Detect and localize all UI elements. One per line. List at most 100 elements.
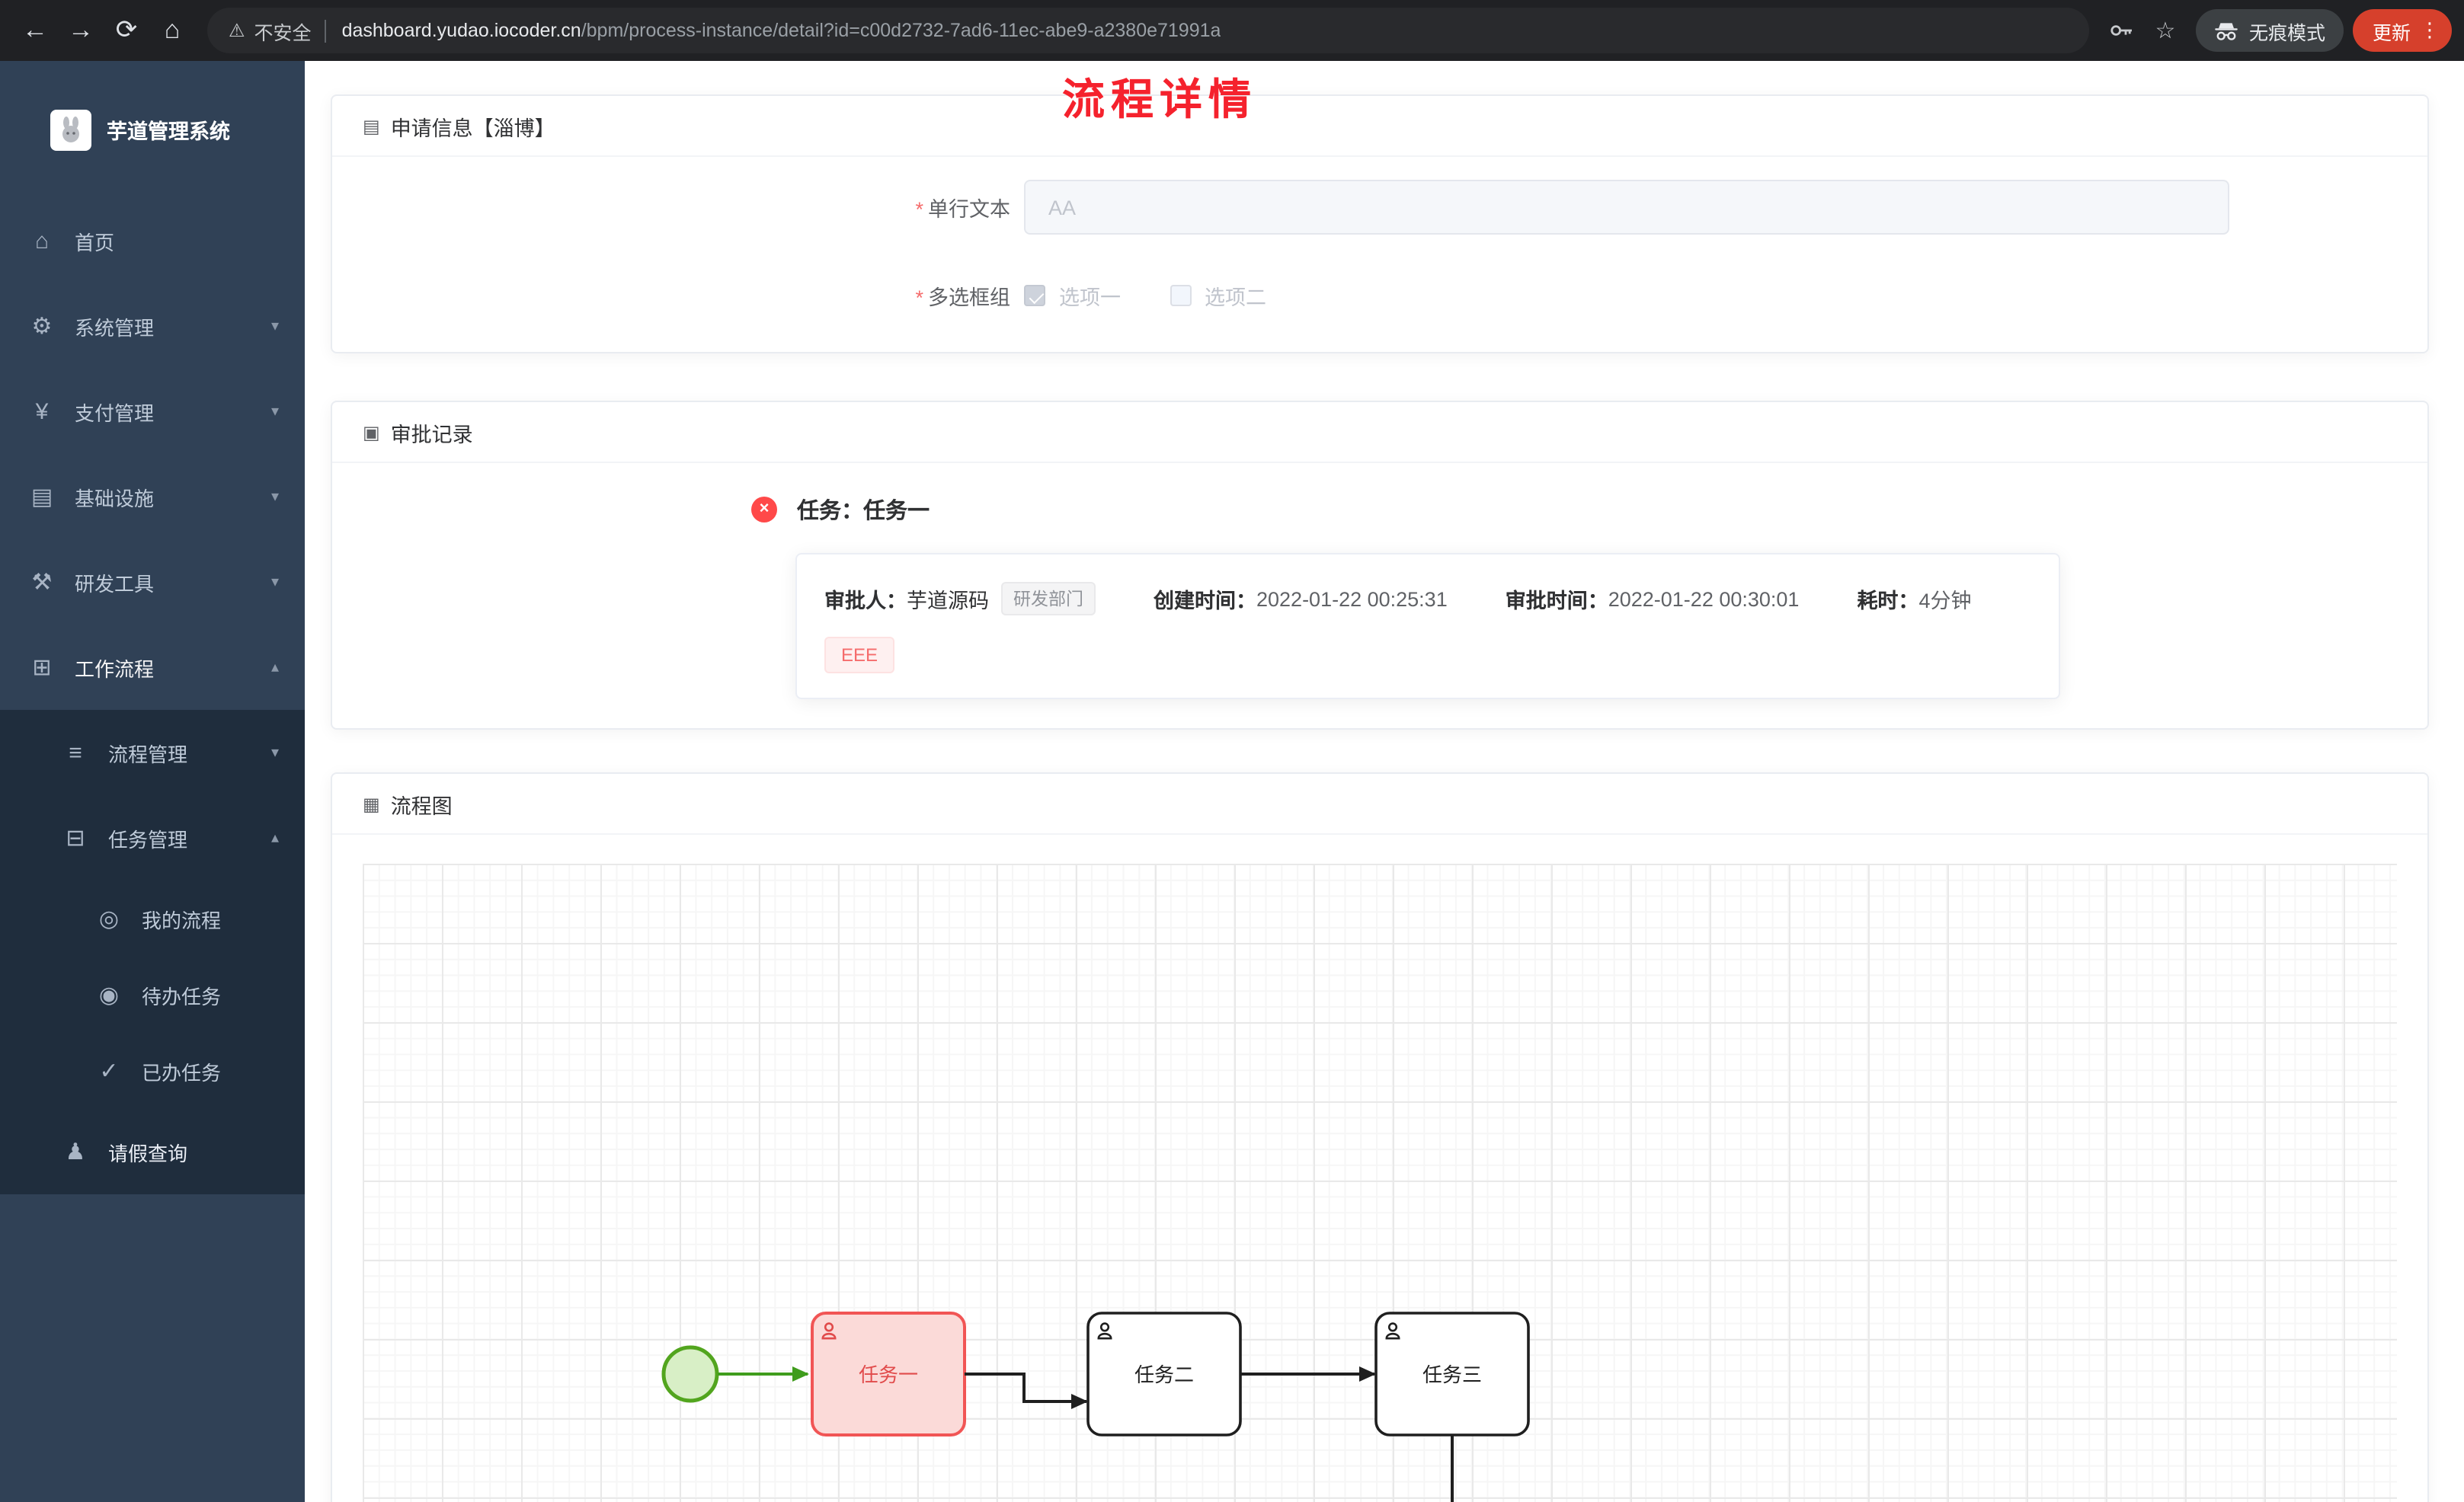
password-key-icon[interactable] — [2101, 9, 2144, 52]
tools-icon: ⚒ — [31, 570, 53, 596]
sidebar-item-payment-management[interactable]: ¥ 支付管理 ▾ — [0, 369, 305, 454]
list-icon: ≡ — [69, 740, 82, 765]
refresh-icon[interactable]: ⟳ — [115, 15, 138, 44]
sidebar-item-label: 系统管理 — [75, 316, 155, 339]
sidebar: 芋道管理系统 ⌂ 首页 ⚙ 系统管理 ▾ ¥ 支付管理 ▾ ▤ 基础设施 ▾ — [0, 61, 305, 1502]
sidebar-item-done-tasks[interactable]: ✓ 已办任务 — [0, 1033, 305, 1109]
task-node-3-label: 任务三 — [1422, 1363, 1482, 1386]
bookmark-star-icon[interactable]: ☆ — [2155, 18, 2176, 44]
sidebar-item-label: 支付管理 — [75, 401, 155, 424]
sidebar-item-dev-tools[interactable]: ⚒ 研发工具 ▾ — [0, 539, 305, 625]
approver-group: 审批人： 芋道源码 研发部门 — [824, 582, 1096, 615]
document-icon: ▤ — [363, 116, 380, 137]
chevron-down-icon: ▾ — [270, 488, 279, 505]
sidebar-item-label: 我的流程 — [142, 909, 222, 932]
yen-icon: ¥ — [35, 398, 49, 424]
required-marker: * — [915, 198, 923, 221]
sidebar-item-label: 工作流程 — [75, 657, 155, 680]
checkbox-field-label: *多选框组 — [332, 280, 1024, 311]
approval-record-card-title: 审批记录 — [390, 423, 473, 446]
user-icon: ♟ — [65, 1139, 86, 1165]
chevron-down-icon: ▾ — [270, 574, 279, 590]
browser-toolbar: ← → ⟳ ⌂ ⚠ 不安全 dashboard.yudao.iocoder.cn… — [0, 0, 2464, 61]
approval-record-card: ▣ 审批记录 × 任务：任务一 审批人： 芋道源码 研发部门 — [331, 401, 2429, 730]
approval-record-card-header: ▣ 审批记录 — [332, 402, 2427, 463]
checkbox-option-1[interactable]: 选项一 — [1024, 280, 1121, 311]
sidebar-item-task-management[interactable]: ⊟ 任务管理 ▴ — [0, 795, 305, 880]
department-tag: 研发部门 — [1001, 582, 1096, 615]
approval-comment-tag: EEE — [824, 637, 895, 673]
chevron-up-icon: ▴ — [270, 659, 279, 676]
sidebar-item-workflow[interactable]: ⊞ 工作流程 ▴ — [0, 625, 305, 710]
flow-task1-to-task2 — [965, 1373, 1088, 1409]
rejected-status-icon: × — [751, 497, 777, 523]
created-time-label: 创建时间： — [1154, 590, 1256, 612]
address-bar[interactable]: ⚠ 不安全 dashboard.yudao.iocoder.cn /bpm/pr… — [207, 8, 2089, 53]
home-dashboard-icon: ⌂ — [34, 228, 50, 254]
update-label: 更新 — [2372, 22, 2411, 43]
home-icon[interactable]: ⌂ — [164, 15, 181, 44]
browser-menu-icon[interactable]: ⋮ — [2420, 18, 2440, 41]
process-diagram-card-header: ▦ 流程图 — [332, 774, 2427, 835]
forward-icon[interactable]: → — [68, 15, 94, 44]
apply-info-card-header: ▤ 申请信息【淄博】 — [332, 96, 2427, 157]
omnibox-divider — [325, 19, 327, 42]
approval-detail-box: 审批人： 芋道源码 研发部门 创建时间： 2022-01-22 00:25:31… — [795, 553, 2060, 699]
sidebar-item-label: 任务管理 — [108, 828, 188, 851]
task-title-row: × 任务：任务一 — [751, 494, 2397, 526]
main-content: 流程详情 ▤ 申请信息【淄博】 *单行文本 *多选 — [305, 61, 2464, 1502]
chrome-update-button[interactable]: 更新 ⋮ — [2352, 9, 2452, 52]
workflow-submenu: ≡ 流程管理 ▾ ⊟ 任务管理 ▴ ◎ 我的流程 ◉ 待办任务 — [0, 710, 305, 1194]
start-event-node[interactable] — [661, 1345, 719, 1403]
checkbox-label: 选项一 — [1059, 286, 1121, 309]
text-field-label: *单行文本 — [332, 192, 1024, 222]
sidebar-item-label: 基础设施 — [75, 487, 155, 510]
tree-icon: ⊟ — [66, 826, 85, 852]
sidebar-item-label: 已办任务 — [142, 1061, 222, 1084]
sidebar-item-infrastructure[interactable]: ▤ 基础设施 ▾ — [0, 454, 305, 539]
user-badge-icon: ◎ — [98, 906, 120, 932]
approver-name: 芋道源码 — [907, 590, 989, 612]
back-icon[interactable]: ← — [22, 15, 48, 44]
checkbox-option-2[interactable]: 选项二 — [1170, 280, 1266, 311]
created-time-value: 2022-01-22 00:25:31 — [1256, 587, 1448, 610]
apply-form: *单行文本 *多选框组 选项一 — [332, 157, 2427, 311]
task-node-2-label: 任务二 — [1134, 1363, 1194, 1386]
bpmn-diagram: 任务一 任务二 任务三 — [661, 1312, 1530, 1502]
incognito-badge: 无痕模式 — [2195, 9, 2344, 52]
checkbox-unchecked-icon[interactable] — [1170, 285, 1191, 306]
sidebar-item-label: 待办任务 — [142, 985, 222, 1008]
sidebar-item-my-process[interactable]: ◎ 我的流程 — [0, 880, 305, 957]
sidebar-item-system-management[interactable]: ⚙ 系统管理 ▾ — [0, 283, 305, 369]
sidebar-item-label: 请假查询 — [108, 1142, 188, 1165]
security-label: 不安全 — [254, 22, 312, 43]
single-line-text-input[interactable] — [1024, 180, 2229, 235]
sidebar-item-process-management[interactable]: ≡ 流程管理 ▾ — [0, 710, 305, 795]
sidebar-item-todo-tasks[interactable]: ◉ 待办任务 — [0, 957, 305, 1033]
sidebar-item-label: 研发工具 — [75, 572, 155, 595]
gear-icon: ⚙ — [31, 314, 53, 340]
field-label-text: 单行文本 — [928, 198, 1010, 221]
briefcase-icon: ⊞ — [32, 655, 52, 681]
approval-timeline: × 任务：任务一 审批人： 芋道源码 研发部门 创建时间： — [332, 463, 2427, 699]
chevron-up-icon: ▴ — [270, 829, 279, 846]
duration-label: 耗时： — [1857, 590, 1919, 612]
chevron-down-icon: ▾ — [270, 744, 279, 761]
record-icon: ▣ — [363, 422, 380, 443]
approved-time-group: 审批时间： 2022-01-22 00:30:01 — [1506, 583, 1800, 614]
page-title: 流程详情 — [1061, 76, 1258, 123]
app-logo-row: 芋道管理系统 — [0, 61, 305, 198]
checkbox-checked-icon[interactable] — [1024, 285, 1045, 306]
sidebar-filler — [0, 1194, 305, 1502]
sidebar-item-label: 流程管理 — [108, 743, 188, 765]
approved-time-value: 2022-01-22 00:30:01 — [1608, 587, 1800, 610]
sidebar-item-leave-query[interactable]: ♟ 请假查询 — [0, 1109, 305, 1194]
bpmn-canvas[interactable]: 任务一 任务二 任务三 — [363, 864, 2397, 1502]
monitor-icon: ▤ — [30, 484, 53, 510]
chevron-down-icon: ▾ — [270, 403, 279, 420]
sidebar-item-home[interactable]: ⌂ 首页 — [0, 198, 305, 283]
task-title: 任务：任务一 — [797, 500, 930, 524]
field-label-text: 多选框组 — [928, 286, 1010, 309]
url-domain: dashboard.yudao.iocoder.cn — [341, 20, 581, 41]
